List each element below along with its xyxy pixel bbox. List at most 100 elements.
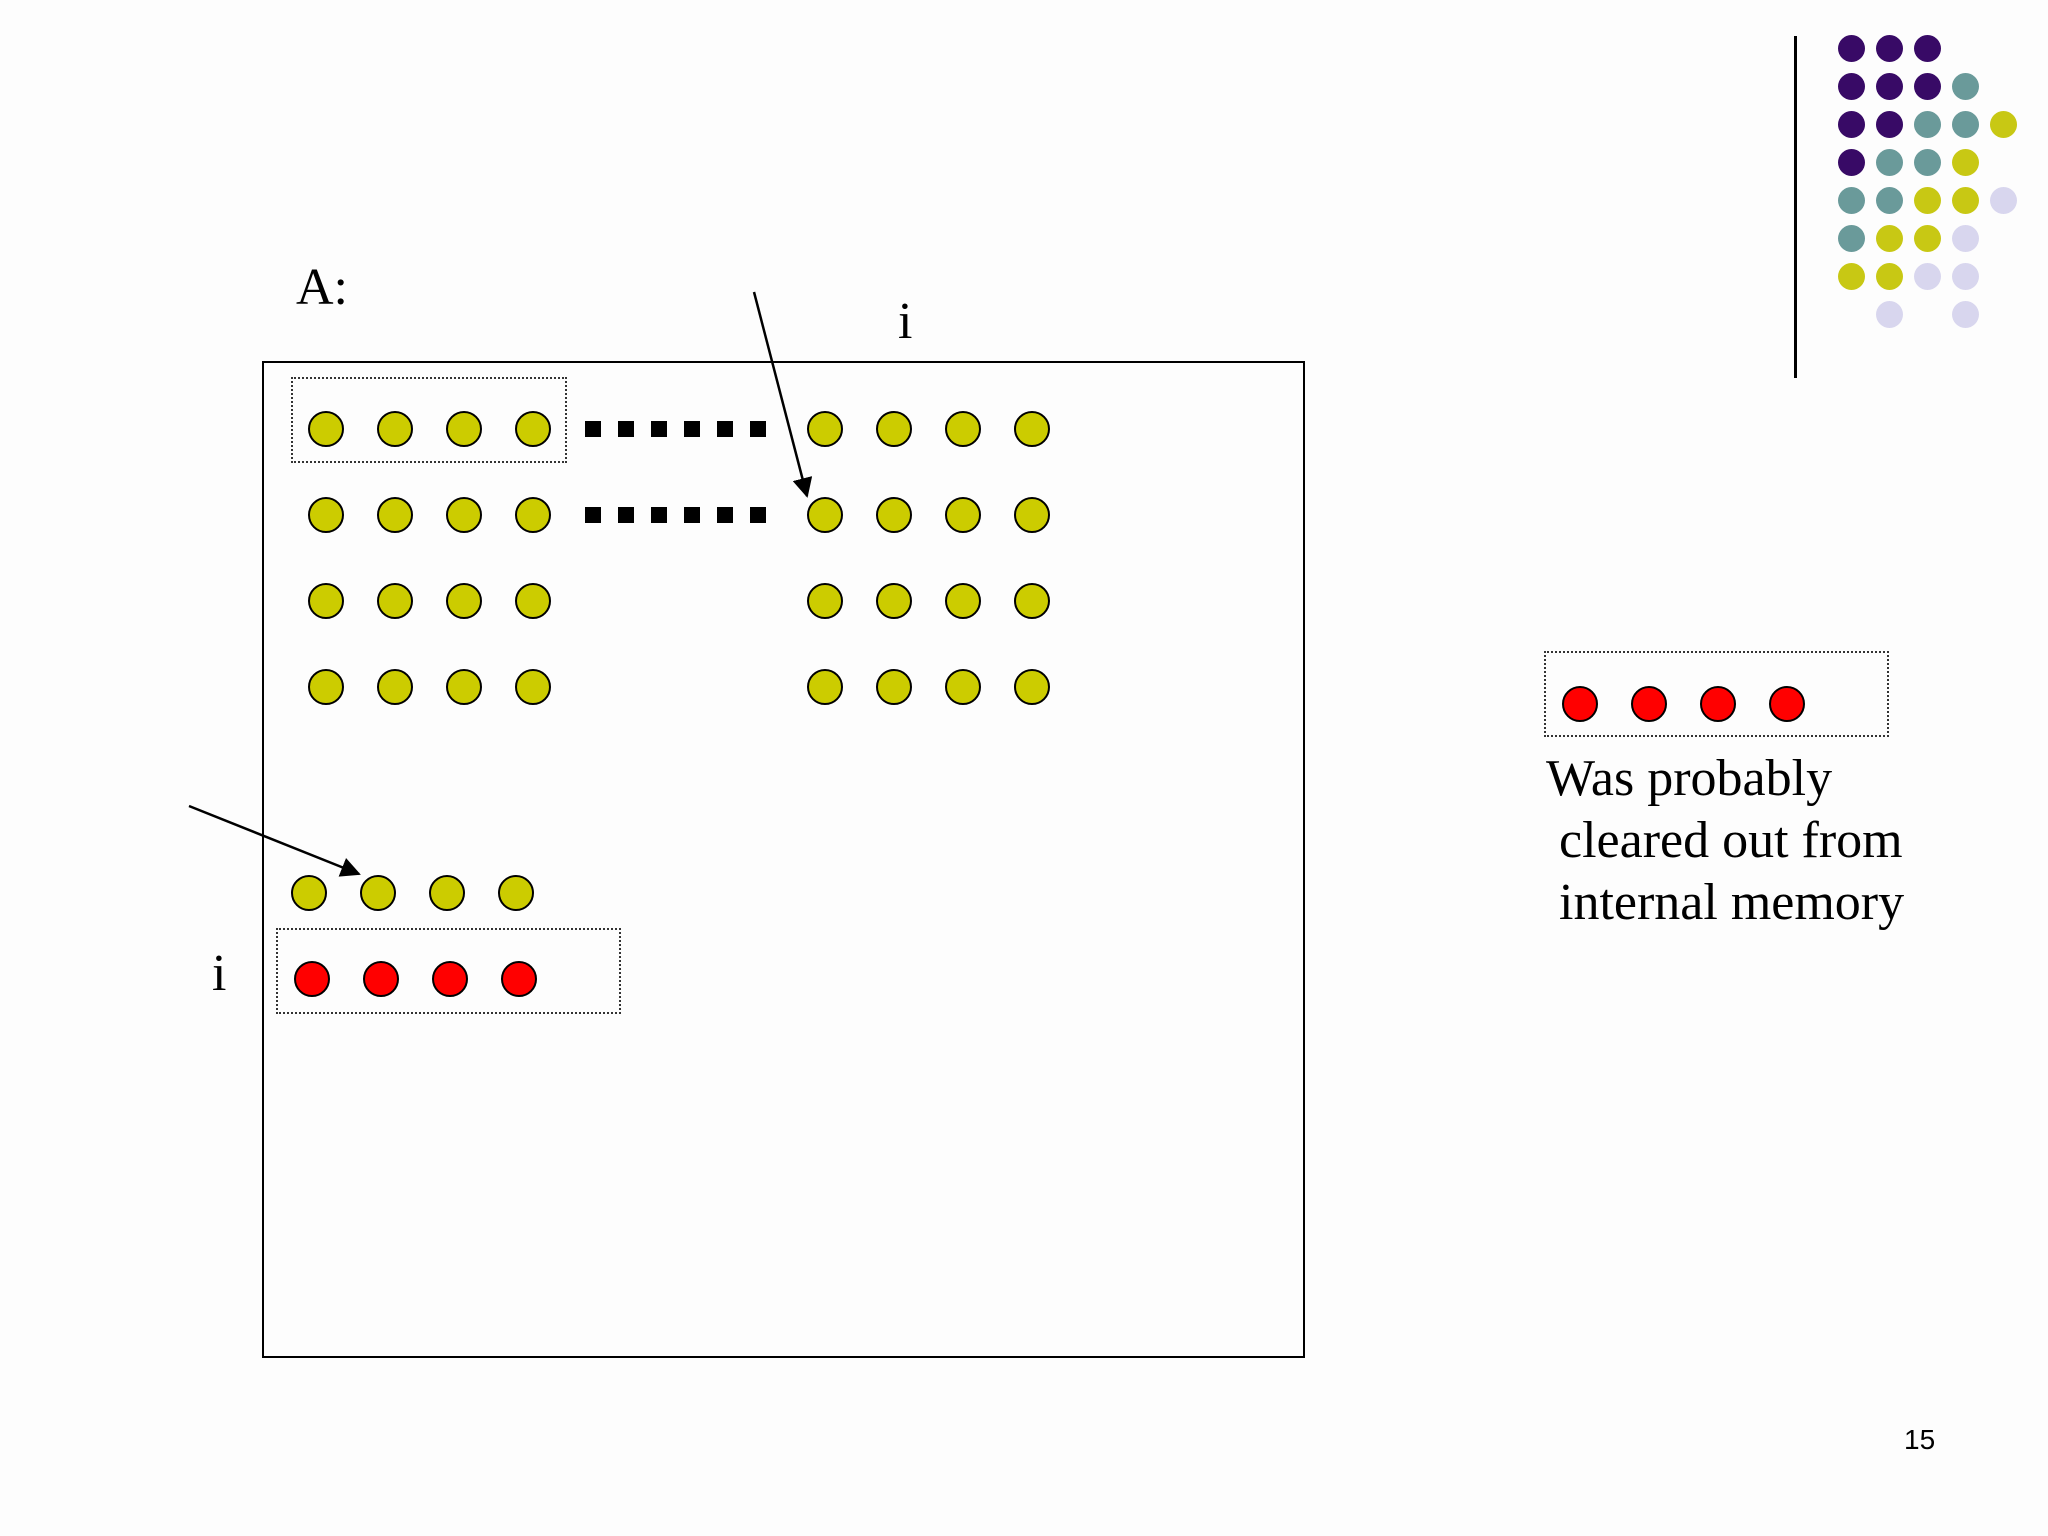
matrix-element-dot xyxy=(807,583,843,619)
matrix-element-dot xyxy=(1014,497,1050,533)
decorative-dot xyxy=(1838,149,1865,176)
decorative-dot xyxy=(1838,263,1865,290)
ellipsis-square xyxy=(717,507,733,523)
matrix-element-dot xyxy=(515,669,551,705)
matrix-element-dot xyxy=(515,497,551,533)
current-row-dot xyxy=(432,961,468,997)
matrix-element-dot xyxy=(446,669,482,705)
ellipsis-square xyxy=(618,421,634,437)
decorative-dot xyxy=(1914,187,1941,214)
matrix-element-dot xyxy=(498,875,534,911)
matrix-element-dot xyxy=(446,497,482,533)
matrix-element-dot xyxy=(291,875,327,911)
matrix-element-dot xyxy=(807,411,843,447)
decorative-dot xyxy=(1876,149,1903,176)
matrix-element-dot xyxy=(807,497,843,533)
cached-row-dot xyxy=(1769,686,1805,722)
matrix-element-dot xyxy=(377,583,413,619)
ellipsis-square xyxy=(717,421,733,437)
decorative-divider xyxy=(1794,36,1797,378)
matrix-element-dot xyxy=(876,669,912,705)
matrix-element-dot xyxy=(945,411,981,447)
decorative-dot xyxy=(1876,225,1903,252)
matrix-element-dot xyxy=(377,669,413,705)
ellipsis-square xyxy=(618,507,634,523)
decorative-dot xyxy=(1838,73,1865,100)
side-note-line-3: internal memory xyxy=(1546,874,1905,931)
ellipsis-square xyxy=(750,507,766,523)
matrix-element-dot xyxy=(1014,583,1050,619)
matrix-element-dot xyxy=(807,669,843,705)
decorative-dot xyxy=(1990,111,2017,138)
ellipsis-square xyxy=(651,507,667,523)
first-row-block-highlight xyxy=(291,377,567,463)
matrix-element-dot xyxy=(876,583,912,619)
ellipsis-square xyxy=(651,421,667,437)
current-row-dot xyxy=(294,961,330,997)
decorative-dot xyxy=(1838,187,1865,214)
ellipsis-square xyxy=(585,421,601,437)
decorative-dot xyxy=(1914,225,1941,252)
decorative-dot xyxy=(1914,73,1941,100)
matrix-element-dot xyxy=(308,497,344,533)
cached-row-dot xyxy=(1631,686,1667,722)
ellipsis-square xyxy=(684,507,700,523)
decorative-dot xyxy=(1838,225,1865,252)
decorative-dot xyxy=(1876,111,1903,138)
decorative-dot xyxy=(1914,263,1941,290)
matrix-element-dot xyxy=(308,669,344,705)
decorative-dot xyxy=(1990,187,2017,214)
decorative-dot xyxy=(1952,73,1979,100)
ellipsis-square xyxy=(750,421,766,437)
decorative-dot xyxy=(1876,301,1903,328)
matrix-element-dot xyxy=(308,583,344,619)
decorative-dot xyxy=(1876,263,1903,290)
decorative-dot xyxy=(1952,301,1979,328)
matrix-element-dot xyxy=(308,411,344,447)
matrix-element-dot xyxy=(876,411,912,447)
decorative-dot xyxy=(1876,35,1903,62)
matrix-element-dot xyxy=(945,497,981,533)
column-index-label: i xyxy=(898,293,913,350)
decorative-dot xyxy=(1876,73,1903,100)
cached-row-dot xyxy=(1562,686,1598,722)
matrix-element-dot xyxy=(377,411,413,447)
matrix-element-dot xyxy=(429,875,465,911)
current-row-block-highlight xyxy=(276,928,621,1014)
decorative-dot xyxy=(1914,111,1941,138)
page-number: 15 xyxy=(1904,1424,1936,1455)
cached-block-highlight xyxy=(1544,651,1889,737)
decorative-dot xyxy=(1952,111,1979,138)
matrix-frame xyxy=(262,361,1305,1358)
cached-row-dot xyxy=(1700,686,1736,722)
decorative-dot xyxy=(1876,187,1903,214)
decorative-dot xyxy=(1952,225,1979,252)
matrix-element-dot xyxy=(446,583,482,619)
decorative-dot xyxy=(1838,35,1865,62)
side-note: Was probably cleared out from internal m… xyxy=(1546,748,1904,934)
matrix-element-dot xyxy=(945,669,981,705)
row-index-label: i xyxy=(212,945,227,1002)
decorative-dot xyxy=(1914,149,1941,176)
current-row-dot xyxy=(363,961,399,997)
matrix-element-dot xyxy=(1014,411,1050,447)
ellipsis-square xyxy=(684,421,700,437)
side-note-line-2: cleared out from xyxy=(1546,812,1903,869)
decorative-dot xyxy=(1952,187,1979,214)
matrix-element-dot xyxy=(876,497,912,533)
ellipsis-square xyxy=(585,507,601,523)
matrix-element-dot xyxy=(446,411,482,447)
matrix-element-dot xyxy=(377,497,413,533)
decorative-dot xyxy=(1914,35,1941,62)
matrix-label: A: xyxy=(296,259,348,316)
matrix-element-dot xyxy=(515,583,551,619)
decorative-dot xyxy=(1952,149,1979,176)
decorative-dot xyxy=(1838,111,1865,138)
matrix-element-dot xyxy=(945,583,981,619)
matrix-element-dot xyxy=(360,875,396,911)
current-row-dot xyxy=(501,961,537,997)
matrix-element-dot xyxy=(515,411,551,447)
matrix-element-dot xyxy=(1014,669,1050,705)
decorative-dot xyxy=(1952,263,1979,290)
side-note-line-1: Was probably xyxy=(1546,750,1833,807)
